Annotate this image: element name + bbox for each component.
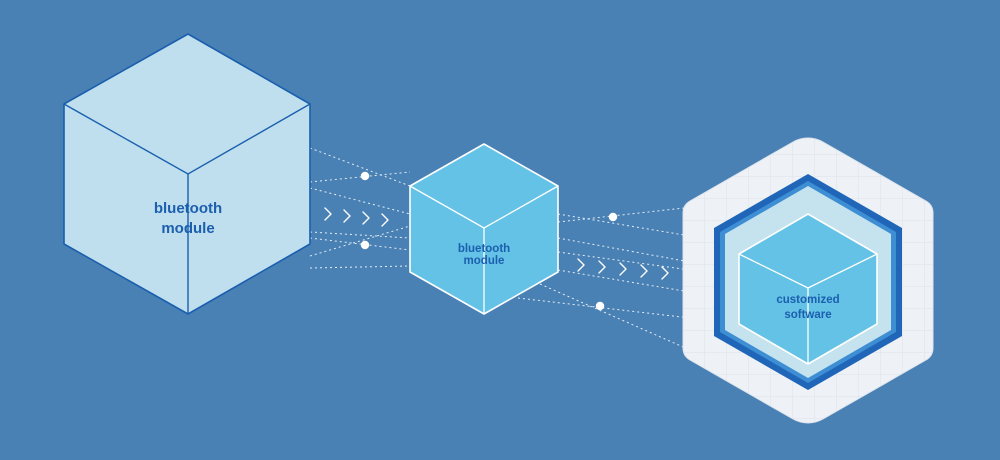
- connector-dot-icon: [608, 212, 618, 222]
- large-module-label-line2: module: [161, 220, 214, 237]
- chevron-right-icon: [661, 266, 669, 280]
- chevron-right-icon: [343, 209, 351, 223]
- chevron-right-icon: [381, 213, 389, 227]
- chevron-right-icon: [598, 260, 606, 274]
- connector-dot-icon: [595, 301, 605, 311]
- connectors-left: [309, 147, 411, 269]
- small-module-label-line1: bluetooth: [458, 243, 510, 255]
- connector-dot-icon: [360, 240, 370, 250]
- connectors-right: [517, 207, 691, 351]
- small-bluetooth-module-cube: bluetooth module: [409, 143, 559, 315]
- flow-arrows-left: [324, 207, 389, 227]
- software-label-line1: customized: [776, 294, 839, 306]
- flow-arrows-right: [577, 258, 669, 280]
- large-module-label-line1: bluetooth: [154, 200, 222, 217]
- chevron-right-icon: [324, 207, 332, 221]
- chevron-right-icon: [577, 258, 585, 272]
- chevron-right-icon: [362, 211, 370, 225]
- large-bluetooth-module-cube: bluetooth module: [63, 33, 311, 315]
- customized-software-cube: customized software: [738, 213, 878, 365]
- software-label-line2: software: [784, 309, 831, 321]
- chevron-right-icon: [619, 262, 627, 276]
- small-module-label-line2: module: [464, 255, 505, 267]
- chevron-right-icon: [640, 264, 648, 278]
- connector-dot-icon: [360, 171, 370, 181]
